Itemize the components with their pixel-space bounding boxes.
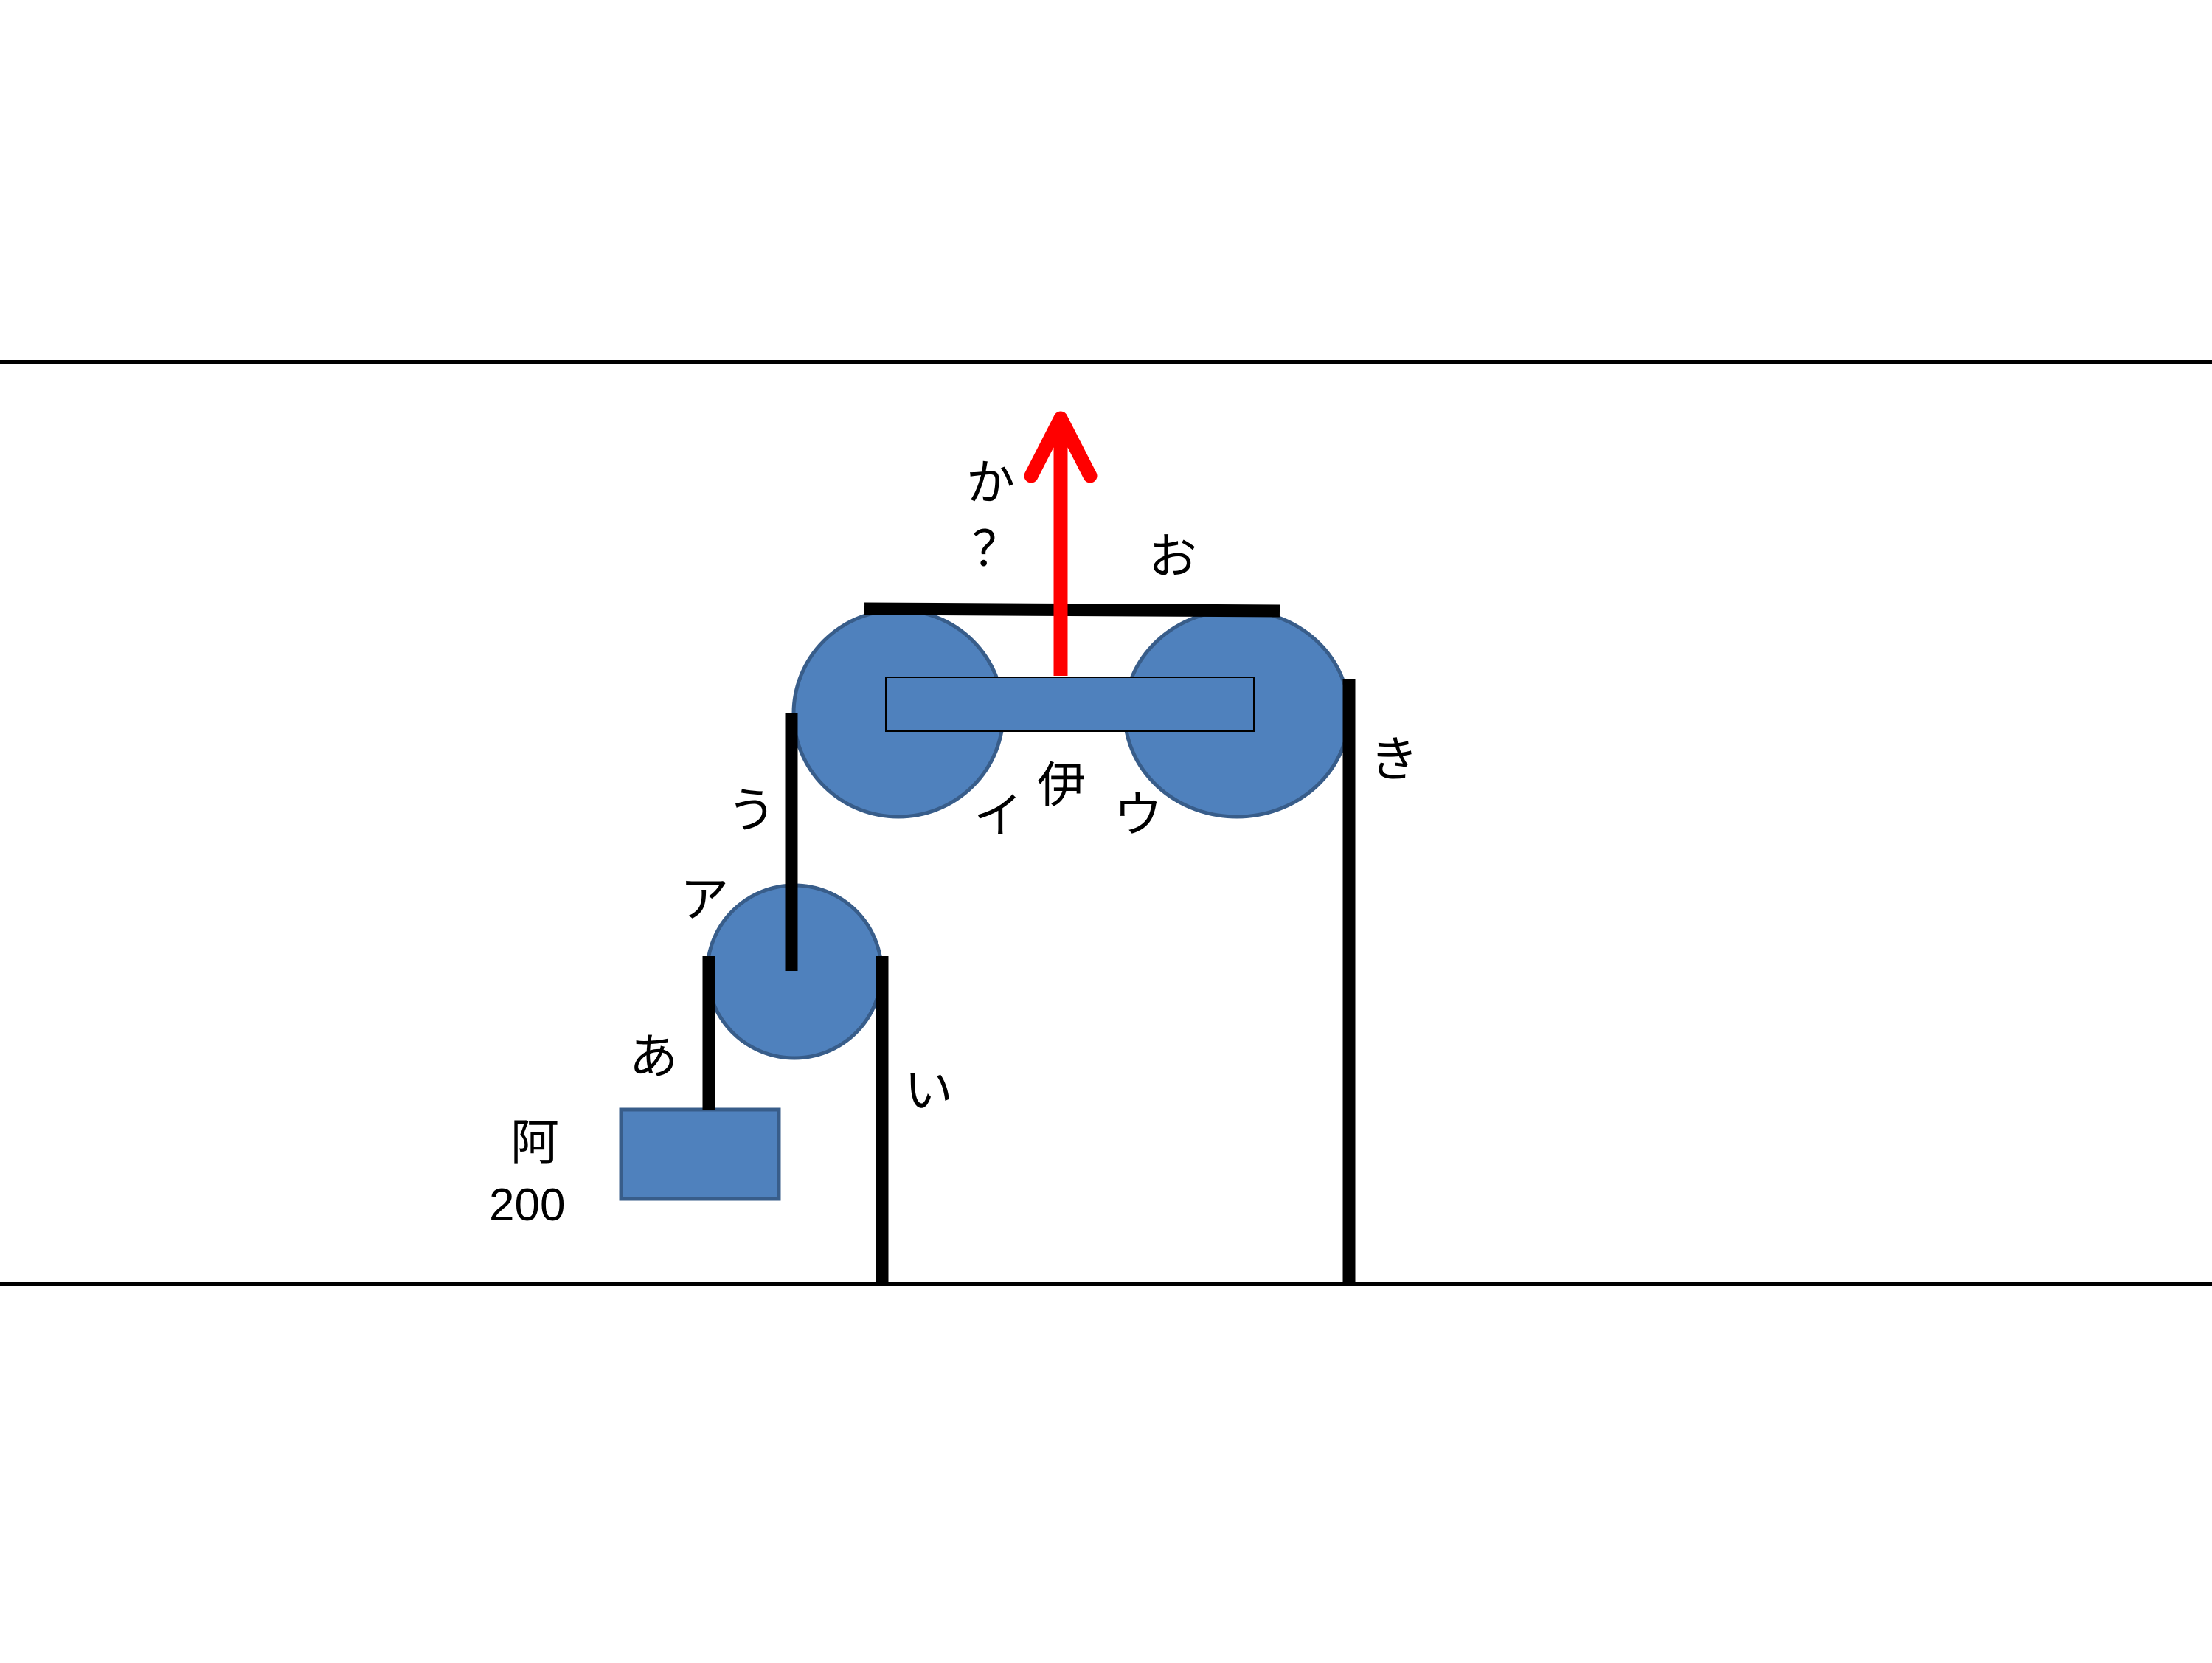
rope-i-label: い [904, 1062, 953, 1119]
weight-value-label: 200 [489, 1180, 566, 1231]
pulley-i-label: イ [974, 787, 1022, 844]
unknown-force-label: ？ [972, 521, 1021, 578]
pulley-u-label: ウ [1114, 786, 1162, 843]
weight-name-label: 阿 [510, 1114, 559, 1171]
weight-block [619, 1107, 781, 1201]
rope-ki-label: き [1370, 731, 1418, 788]
pulley-a-label: ア [680, 871, 729, 928]
rope-o-label: お [1148, 528, 1197, 585]
rope-u-label: う [727, 782, 776, 839]
force-arrow-head [1024, 411, 1098, 483]
rope-o [864, 602, 1280, 618]
block-i-label: 伊 [1037, 757, 1086, 814]
rope-ka-label: か [966, 454, 1015, 511]
rope-a-label: あ [629, 1028, 678, 1085]
block-i [885, 677, 1255, 732]
